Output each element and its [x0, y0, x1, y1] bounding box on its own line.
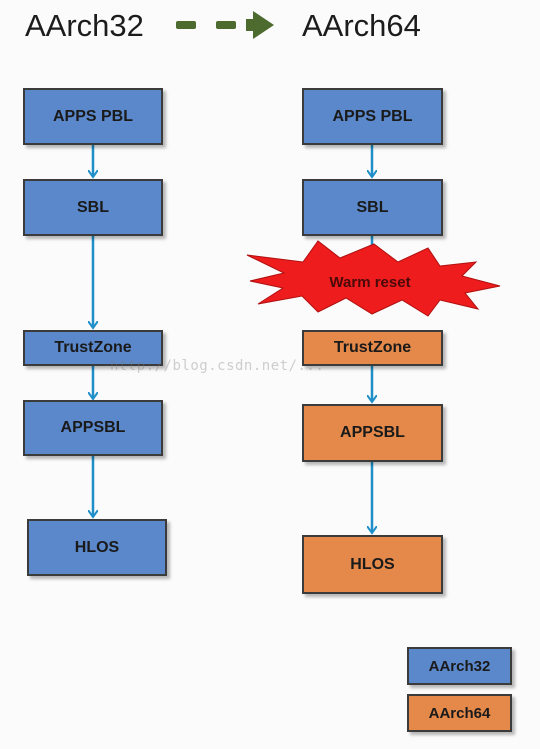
right-sbl-box: SBL: [302, 179, 443, 236]
left-appsbl-box: APPSBL: [23, 400, 163, 456]
transition-arrow-icon: [176, 11, 274, 39]
left-sbl-box: SBL: [23, 179, 163, 236]
right-apps-pbl-box: APPS PBL: [302, 88, 443, 145]
right-appsbl-box: APPSBL: [302, 404, 443, 462]
right-hlos-box: HLOS: [302, 535, 443, 594]
warm-reset-label: Warm reset: [329, 274, 411, 291]
legend-aarch64: AArch64: [407, 694, 512, 732]
left-apps-pbl-box: APPS PBL: [23, 88, 163, 145]
title-aarch64: AArch64: [302, 8, 421, 43]
legend-aarch32: AArch32: [407, 647, 512, 685]
left-trustzone-box: TrustZone: [23, 330, 163, 366]
watermark: http://blog.csdn.net/...: [110, 358, 325, 374]
right-trustzone-box: TrustZone: [302, 330, 443, 366]
title-aarch32: AArch32: [25, 8, 144, 43]
left-hlos-box: HLOS: [27, 519, 167, 576]
